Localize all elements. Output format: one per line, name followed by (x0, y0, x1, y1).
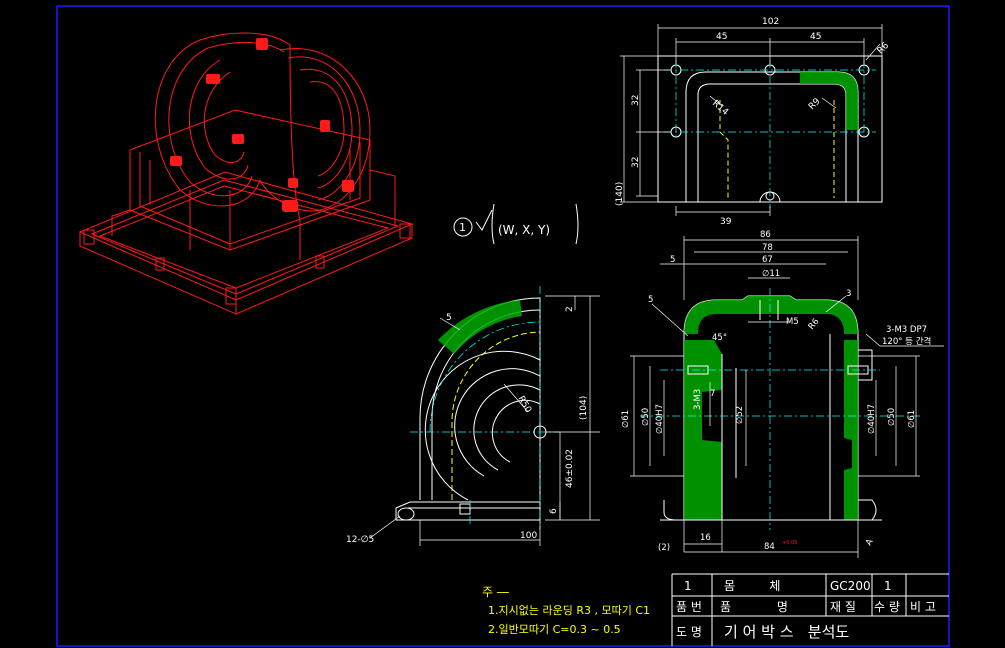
tb-row3-title: 기 어 박 스 분석도 (724, 623, 849, 641)
dim-d40-right: ∅40H7 (867, 404, 877, 434)
dim-d52: ∅52 (735, 406, 745, 424)
roughness-circle-label: 1 (459, 221, 466, 234)
dim-84-tol: +0.05 (782, 540, 797, 546)
dim-fillet-3: 3 (846, 289, 851, 299)
tb-row2-material: 재 질 (830, 600, 856, 614)
side-view: 5 R50 2 (104) 46±0.02 6 100 12-∅5 (346, 286, 600, 546)
notes-line-1: 1.지시없는 라운딩 R3 , 모따기 C1 (488, 604, 650, 617)
dim-bore-angle: 45° (712, 333, 727, 343)
dim-boss-dia: ∅11 (762, 269, 780, 279)
datum-mark-a: A (864, 537, 876, 547)
tb-row2-note: 비 고 (910, 600, 936, 614)
dim-2: 2 (565, 306, 575, 312)
dim-flange-2: (2) (658, 543, 670, 553)
tb-row3-label: 도 명 (676, 625, 702, 639)
front-section-view: 86 78 67 5 ∅11 M5 5 3 R6 3-M3 DP7 120° 등… (621, 230, 944, 558)
hatch-region (684, 296, 858, 334)
dim-32-upper: 32 (631, 95, 641, 106)
dim-67: 67 (762, 255, 773, 265)
tb-row2-name: 품 명 (720, 600, 788, 614)
tb-row1-name: 몸 체 (724, 579, 780, 593)
isometric-view (78, 32, 414, 315)
dim-140: (140) (615, 182, 625, 206)
notes-block: 주 ― 1.지시없는 라운딩 R3 , 모따기 C1 2.일반모따기 C=0.3… (482, 585, 650, 636)
dim-m5: M5 (786, 317, 799, 327)
dim-7: 7 (710, 389, 715, 399)
dim-d50-right: ∅50 (887, 408, 897, 426)
dim-100: 100 (520, 531, 537, 541)
dim-tap-note-2: 120° 등 간격 (882, 336, 931, 347)
dim-46-tol: 46±0.02 (565, 449, 575, 488)
dim-104: (104) (579, 396, 589, 420)
dim-r6: R6 (807, 317, 822, 332)
drawing-frame (56, 5, 950, 647)
dim-d50-left: ∅50 (641, 408, 651, 426)
hatch-region (800, 72, 858, 130)
dim-6: 6 (549, 508, 559, 514)
notes-line-2: 2.일반모따기 C=0.3 ~ 0.5 (488, 622, 621, 636)
tb-row1-no: 1 (684, 579, 692, 593)
title-block (671, 573, 949, 646)
dim-r14: R14 (710, 99, 730, 118)
dim-d40-left: ∅40H7 (655, 404, 665, 434)
dim-r9: R9 (807, 96, 823, 112)
tb-row1-material: GC200 (830, 579, 871, 593)
dim-32-lower: 32 (631, 157, 641, 168)
tb-row2-qty: 수 량 (874, 600, 900, 614)
dim-r6: R6 (876, 41, 892, 57)
dim-45-right: 45 (810, 32, 821, 42)
roughness-symbols: (W, X, Y) (498, 223, 550, 237)
dim-d61-right: ∅61 (907, 410, 917, 428)
dim-16: 16 (700, 533, 711, 543)
top-view: 102 45 45 R6 R14 R9 32 32 (140) 39 (615, 17, 891, 227)
hatch-region (844, 340, 858, 520)
dim-5-offset: 5 (670, 255, 675, 265)
dim-45-left: 45 (716, 32, 727, 42)
notes-title: 주 ― (482, 585, 509, 599)
surface-roughness-symbol: 1 (W, X, Y) (453, 203, 579, 245)
tb-row2-no: 품 번 (676, 600, 702, 614)
dim-r50: R50 (515, 395, 533, 416)
dim-102: 102 (762, 17, 779, 27)
dim-holes: 12-∅5 (346, 535, 374, 545)
dim-39: 39 (720, 217, 732, 227)
dim-d61-left: ∅61 (621, 410, 631, 428)
hatch-region (684, 340, 722, 520)
dim-78: 78 (762, 243, 773, 253)
hatch-region (438, 300, 522, 354)
dim-86: 86 (760, 230, 771, 240)
dim-chamfer-5: 5 (648, 295, 653, 305)
dim-chamfer-5: 5 (446, 313, 452, 323)
dim-3-m3: 3-M3 (693, 389, 703, 410)
tb-row1-qty: 1 (884, 579, 892, 593)
dim-tap-note-1: 3-M3 DP7 (886, 325, 927, 335)
dim-84: 84 (764, 542, 775, 552)
